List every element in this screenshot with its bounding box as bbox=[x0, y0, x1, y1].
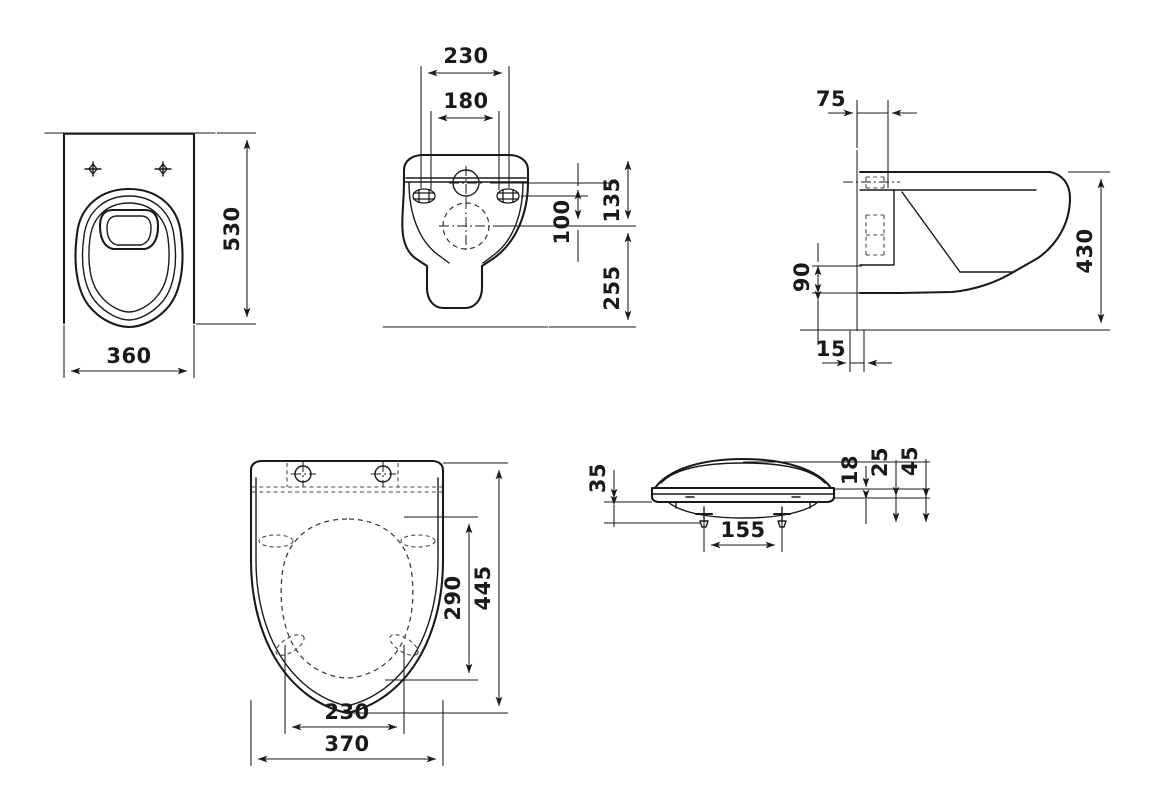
dimension-18-seat-side: 18 bbox=[838, 455, 870, 524]
dimension-label-530: 530 bbox=[220, 206, 244, 251]
dimension-230-front: 230 bbox=[420, 44, 510, 188]
dimension-530: 530 bbox=[196, 132, 256, 325]
fixing-hole-symbol-right bbox=[496, 188, 520, 204]
dimension-label-35-seat-side: 35 bbox=[586, 463, 610, 493]
view-pan-front: 230 180 100 135 bbox=[382, 44, 636, 328]
dimension-label-445-seat: 445 bbox=[471, 565, 495, 610]
dimension-label-360: 360 bbox=[106, 344, 151, 368]
dimension-100-front: 100 bbox=[550, 163, 582, 262]
side-extension-lines bbox=[800, 100, 1110, 372]
bowl-rim-plan bbox=[74, 187, 184, 329]
seat-underside-side bbox=[667, 501, 819, 519]
dimension-75-side: 75 bbox=[816, 87, 917, 117]
fixing-bolt-marker-right bbox=[154, 161, 172, 177]
hinge-bolt-left-side bbox=[694, 506, 714, 528]
dimension-290-seat: 290 bbox=[441, 523, 473, 674]
dimension-35-seat-side: 35 bbox=[586, 463, 618, 527]
dimension-label-45-seat-side: 45 bbox=[898, 446, 922, 476]
lid-outline-side bbox=[653, 457, 833, 490]
hinge-bolt-right-plan bbox=[371, 462, 396, 487]
flush-aperture-plan bbox=[98, 208, 160, 251]
dimension-label-290-seat: 290 bbox=[441, 575, 465, 620]
dimension-15-side: 15 bbox=[816, 337, 892, 367]
pan-outline-plan bbox=[62, 132, 196, 325]
bumper-pad-upper-left bbox=[258, 534, 294, 548]
seat-outline-plan bbox=[249, 459, 445, 715]
dimension-label-18-seat-side: 18 bbox=[838, 455, 862, 485]
bumper-pad-lower-right bbox=[389, 634, 419, 656]
dimension-label-230-seat: 230 bbox=[324, 700, 369, 724]
pan-outline-side bbox=[858, 170, 1072, 295]
dimension-370-seat: 370 bbox=[257, 732, 437, 763]
bumper-pad-lower-left bbox=[275, 634, 305, 656]
dimension-label-25-seat-side: 25 bbox=[868, 447, 892, 477]
dimension-360: 360 bbox=[63, 325, 195, 378]
dimension-label-135-front: 135 bbox=[600, 177, 624, 222]
outlet-crosshair-front bbox=[449, 166, 483, 200]
seat-ring-side bbox=[650, 486, 836, 504]
dimension-25-seat-side: 25 bbox=[868, 447, 900, 523]
dimension-255-front: 255 bbox=[600, 232, 632, 321]
hidden-fixing-lines-side bbox=[865, 176, 885, 256]
dimension-label-430-side: 430 bbox=[1073, 228, 1097, 273]
bumper-pad-upper-right bbox=[400, 534, 436, 548]
dimension-90-side: 90 bbox=[790, 243, 862, 345]
hinge-bolt-right-side bbox=[772, 506, 792, 528]
dimension-label-155-seat-side: 155 bbox=[720, 518, 765, 542]
dimension-label-255-front: 255 bbox=[600, 265, 624, 310]
dimension-label-90-side: 90 bbox=[790, 262, 814, 292]
dimension-180-front: 180 bbox=[430, 89, 500, 190]
dimension-135-front: 135 bbox=[600, 160, 632, 223]
dimension-445-seat: 445 bbox=[471, 469, 503, 707]
dimension-label-180-front: 180 bbox=[443, 89, 488, 113]
view-pan-side: 75 15 90 430 bbox=[790, 87, 1110, 372]
dimension-45-seat-side: 45 bbox=[898, 446, 930, 523]
dimension-label-370-seat: 370 bbox=[324, 732, 369, 756]
seat-aperture-plan bbox=[280, 518, 414, 679]
fixing-hole-symbol-left bbox=[412, 188, 436, 204]
dimension-label-15-side: 15 bbox=[816, 337, 846, 361]
view-pan-plan: 530 360 bbox=[44, 132, 256, 378]
dimension-label-75-side: 75 bbox=[816, 87, 846, 111]
dimension-label-230-front: 230 bbox=[443, 44, 488, 68]
hinge-bolt-left-plan bbox=[291, 462, 316, 487]
view-seat-side: 35 18 25 45 155 bbox=[586, 446, 930, 552]
dimension-label-100-front: 100 bbox=[550, 199, 574, 244]
view-seat-plan: 445 290 230 370 bbox=[249, 459, 508, 766]
dimension-155-seat-side: 155 bbox=[710, 518, 776, 549]
hinge-band-plan bbox=[252, 463, 442, 493]
dimension-230-seat: 230 bbox=[291, 700, 398, 731]
fixing-bolt-marker-left bbox=[84, 161, 102, 177]
seat-plan-extension-lines bbox=[250, 462, 508, 766]
dimension-430-side: 430 bbox=[1073, 178, 1105, 324]
